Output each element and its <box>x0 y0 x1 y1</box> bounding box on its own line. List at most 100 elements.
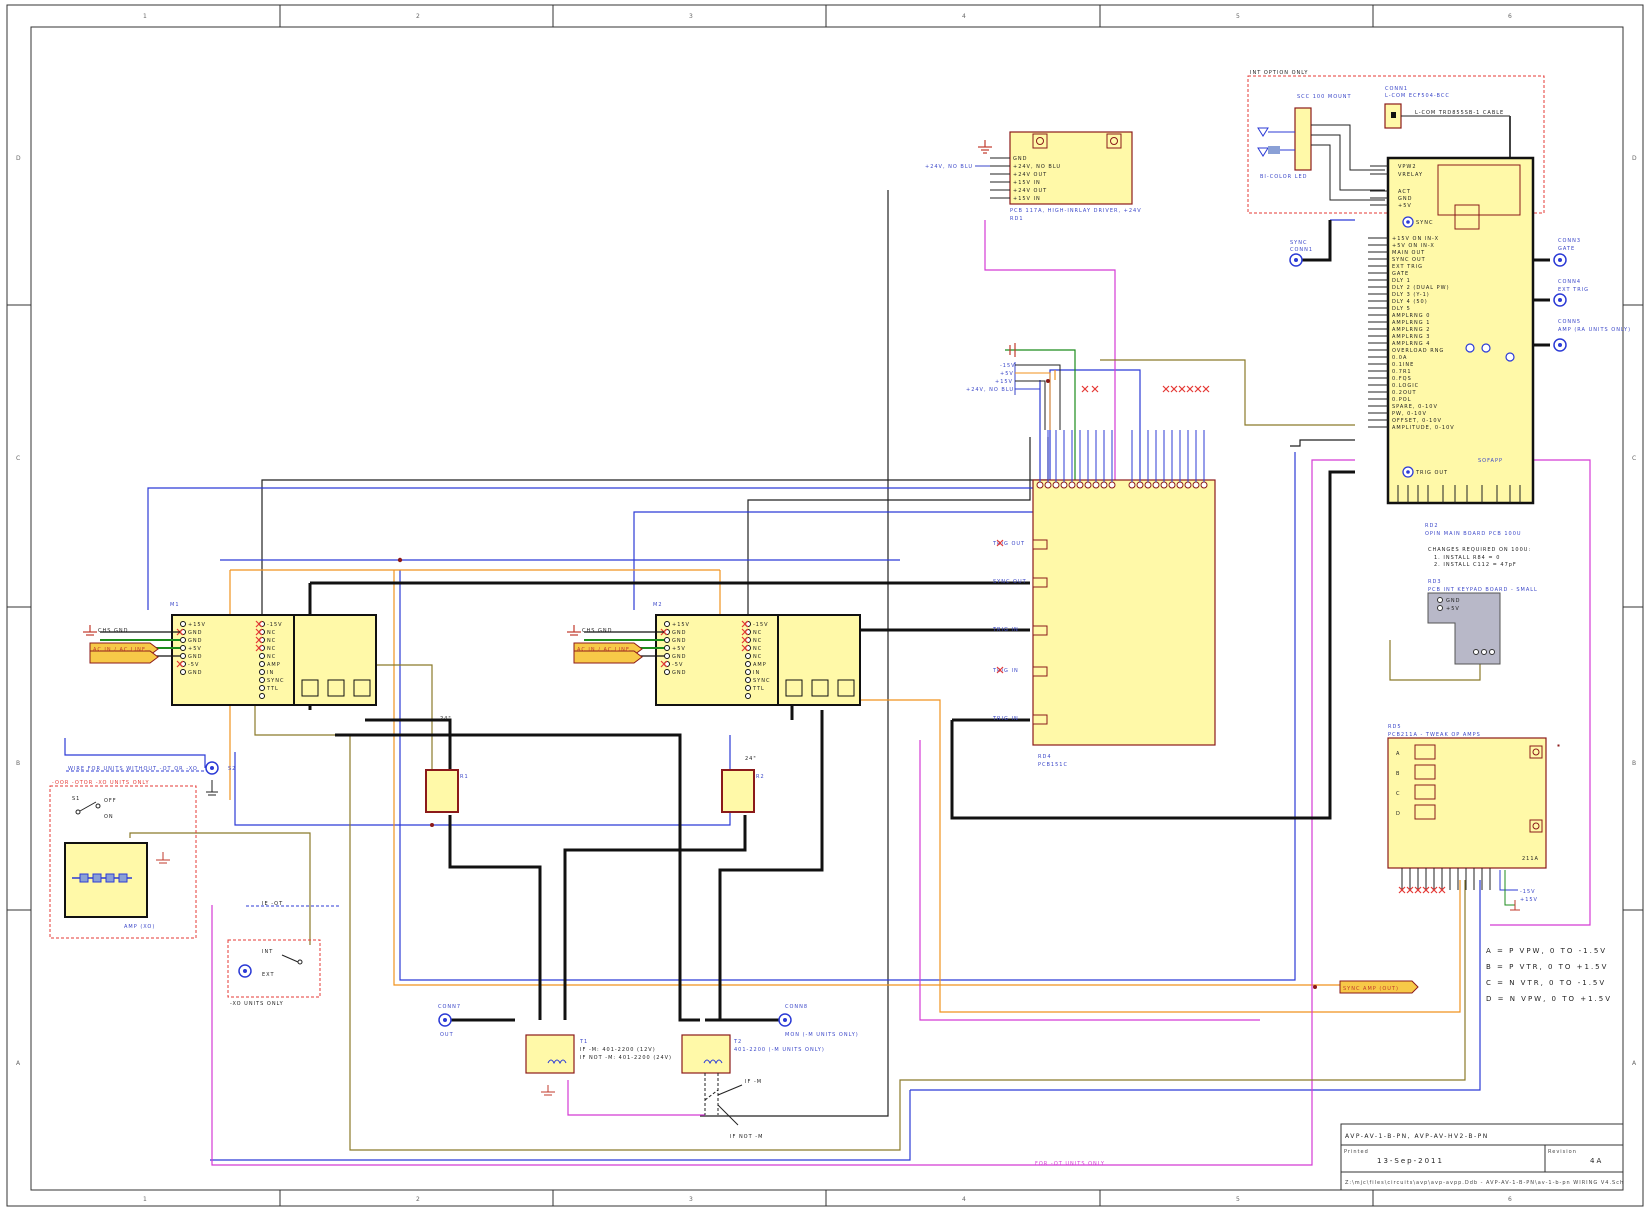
svg-text:CONN8: CONN8 <box>785 1004 808 1010</box>
svg-text:IN: IN <box>267 670 274 676</box>
rd2-pin: 0.0A <box>1392 355 1407 361</box>
rd2-pin: AMPLRNG 1 <box>1392 320 1430 326</box>
svg-text:AC IN / AC LINE: AC IN / AC LINE <box>93 647 146 653</box>
rd2-pin: DLY 5 <box>1392 306 1411 312</box>
col-number: 4 <box>962 13 966 20</box>
svg-text:MON (-M UNITS ONLY): MON (-M UNITS ONLY) <box>785 1032 859 1038</box>
bnc-mon-icon: CONN8 MON (-M UNITS ONLY) <box>778 1004 859 1038</box>
col-number: 5 <box>1236 1196 1240 1203</box>
svg-text:NC: NC <box>267 638 276 644</box>
title-text: AVP-AV-1-B-PN, AVP-AV-HV2-B-PN <box>1345 1133 1489 1140</box>
row-letter: B <box>1632 760 1636 767</box>
rd2-pin: DLY 3 (Y-1) <box>1392 292 1430 298</box>
rd2-pin: DLY 2 (DUAL PW) <box>1392 285 1450 291</box>
col-number: 1 <box>143 13 147 20</box>
svg-text:IF NOT -M: 401-2200 (24V): IF NOT -M: 401-2200 (24V) <box>580 1055 672 1061</box>
conn1-desc: L-COM ECF504-BCC <box>1385 93 1450 99</box>
row-letter: D <box>1632 155 1637 162</box>
col-number: 1 <box>143 1196 147 1203</box>
svg-text:T2: T2 <box>733 1039 742 1045</box>
rd4-label: RD4 <box>1038 754 1052 760</box>
rd2-pin: DLY 4 (50) <box>1392 299 1428 305</box>
svg-text:GND: GND <box>672 670 686 676</box>
rd2-internal-connectors <box>1465 343 1515 362</box>
rd1-pin: +24V OUT <box>1013 188 1047 194</box>
svg-text:C = N VTR, 0 TO -1.5V: C = N VTR, 0 TO -1.5V <box>1486 979 1606 987</box>
col-number: 3 <box>689 1196 693 1203</box>
svg-text:-5V: -5V <box>188 662 199 668</box>
sync-amp-tag: SYNC AMP (OUT) <box>1313 980 1419 994</box>
svg-text:B: B <box>1396 771 1400 777</box>
rd1-pin: +15V IN <box>1013 180 1041 186</box>
rd2-top-pin: VRELAY <box>1398 172 1423 178</box>
svg-text:-15V: -15V <box>753 622 769 628</box>
r1-resistor: 24" R1 <box>425 716 469 827</box>
rd1-pin: GND <box>1013 156 1027 162</box>
svg-text:RD5: RD5 <box>1388 724 1402 730</box>
t1-transformer: T1 IF -M: 401-2200 (12V) IF NOT -M: 401-… <box>525 1034 672 1096</box>
svg-text:TTL: TTL <box>266 686 279 692</box>
int-option-region: INT OPTION ONLY SCC 100 MOUNT CONN1 L-CO… <box>1247 70 1545 236</box>
rd2-pin: 0.POL <box>1392 397 1412 403</box>
scc-label: SCC 100 MOUNT <box>1297 94 1352 100</box>
rd1-pin: +15V IN <box>1013 196 1041 202</box>
row-letter: A <box>1632 1060 1637 1067</box>
svg-text:SOFAPP: SOFAPP <box>1478 458 1503 464</box>
rd3-keypad-board: RD3 PCB INT KEYPAD BOARD - SMALL GND +5V <box>1427 579 1537 665</box>
svg-text:EXT: EXT <box>262 972 275 978</box>
svg-text:T1: T1 <box>579 1039 588 1045</box>
svg-text:GND: GND <box>672 654 686 660</box>
rd2-top-pin: +5V <box>1398 203 1412 209</box>
svg-text:S2: S2 <box>228 766 236 772</box>
svg-text:IN: IN <box>753 670 760 676</box>
conn3-label: CONN3 <box>1558 238 1581 244</box>
col-number: 3 <box>689 13 693 20</box>
rd2-pin: SPARE, 0-10V <box>1392 404 1438 410</box>
col-number: 6 <box>1508 1196 1512 1203</box>
rd1-pin: +24V, NO BLU <box>1013 164 1061 170</box>
col-number: 4 <box>962 1196 966 1203</box>
row-letter: C <box>16 455 20 462</box>
file-path: Z:\mjc\files\circuits\avp\avp-avpp.Ddb -… <box>1345 1180 1624 1186</box>
conn-gate-label: GATE <box>1558 246 1575 252</box>
rd2-pin: DLY 1 <box>1392 278 1411 284</box>
svg-text:+15V: +15V <box>1520 897 1538 903</box>
rd2-pin: +15V ON IN-X <box>1392 236 1439 242</box>
row-letter: D <box>16 155 21 162</box>
svg-text:1. INSTALL R84 = 0: 1. INSTALL R84 = 0 <box>1434 555 1500 561</box>
rd2-pin: MAIN OUT <box>1392 250 1425 256</box>
drawing-border <box>6 4 1644 1207</box>
rd2-pin: AMPLITUDE, 0-10V <box>1392 425 1455 431</box>
r2-resistor: 24" R2 <box>721 756 764 813</box>
svg-text:AMP: AMP <box>753 662 767 668</box>
svg-text:INT: INT <box>262 949 273 955</box>
scc-mount <box>1294 107 1312 171</box>
if-m-jumper <box>704 1073 719 1115</box>
svg-text:AMP (XO): AMP (XO) <box>124 924 155 930</box>
rd2-main-board: VPW2 VRELAY ACT GND +5V SYNC +15V ON IN-… <box>1368 156 1535 537</box>
ground-icon <box>978 140 992 154</box>
row-letter: B <box>16 760 20 767</box>
svg-text:+5V: +5V <box>672 646 686 652</box>
rd2-pin: OVERLOAD RNG <box>1392 348 1444 354</box>
xo-region-left: -OOR -OTOR -XO UNITS ONLY S1 OFF ON AMP … <box>49 780 197 939</box>
svg-text:D = N VPW, 0 TO +1.5V: D = N VPW, 0 TO +1.5V <box>1486 995 1612 1003</box>
svg-text:R1: R1 <box>460 774 469 780</box>
pv24-label: +24V, NO BLU <box>966 387 1014 393</box>
svg-text:+5V: +5V <box>1000 371 1014 377</box>
svg-text:GND: GND <box>188 670 202 676</box>
conn4-label: CONN4 <box>1558 279 1581 285</box>
svg-text:D: D <box>1396 811 1401 817</box>
svg-text:-15V: -15V <box>1000 363 1016 369</box>
svg-text:S1: S1 <box>72 796 80 802</box>
svg-text:OFF: OFF <box>104 798 117 804</box>
svg-text:Printed: Printed <box>1344 1149 1369 1155</box>
svg-text:NC: NC <box>753 630 762 636</box>
svg-text:+15V: +15V <box>672 622 690 628</box>
rd2-pin: 0.7R1 <box>1392 369 1412 375</box>
rd1-desc: PCB 117A, HIGH-INRLAY DRIVER, +24V <box>1010 208 1142 214</box>
col-number: 2 <box>416 13 420 20</box>
svg-text:IE -OT: IE -OT <box>262 901 283 907</box>
